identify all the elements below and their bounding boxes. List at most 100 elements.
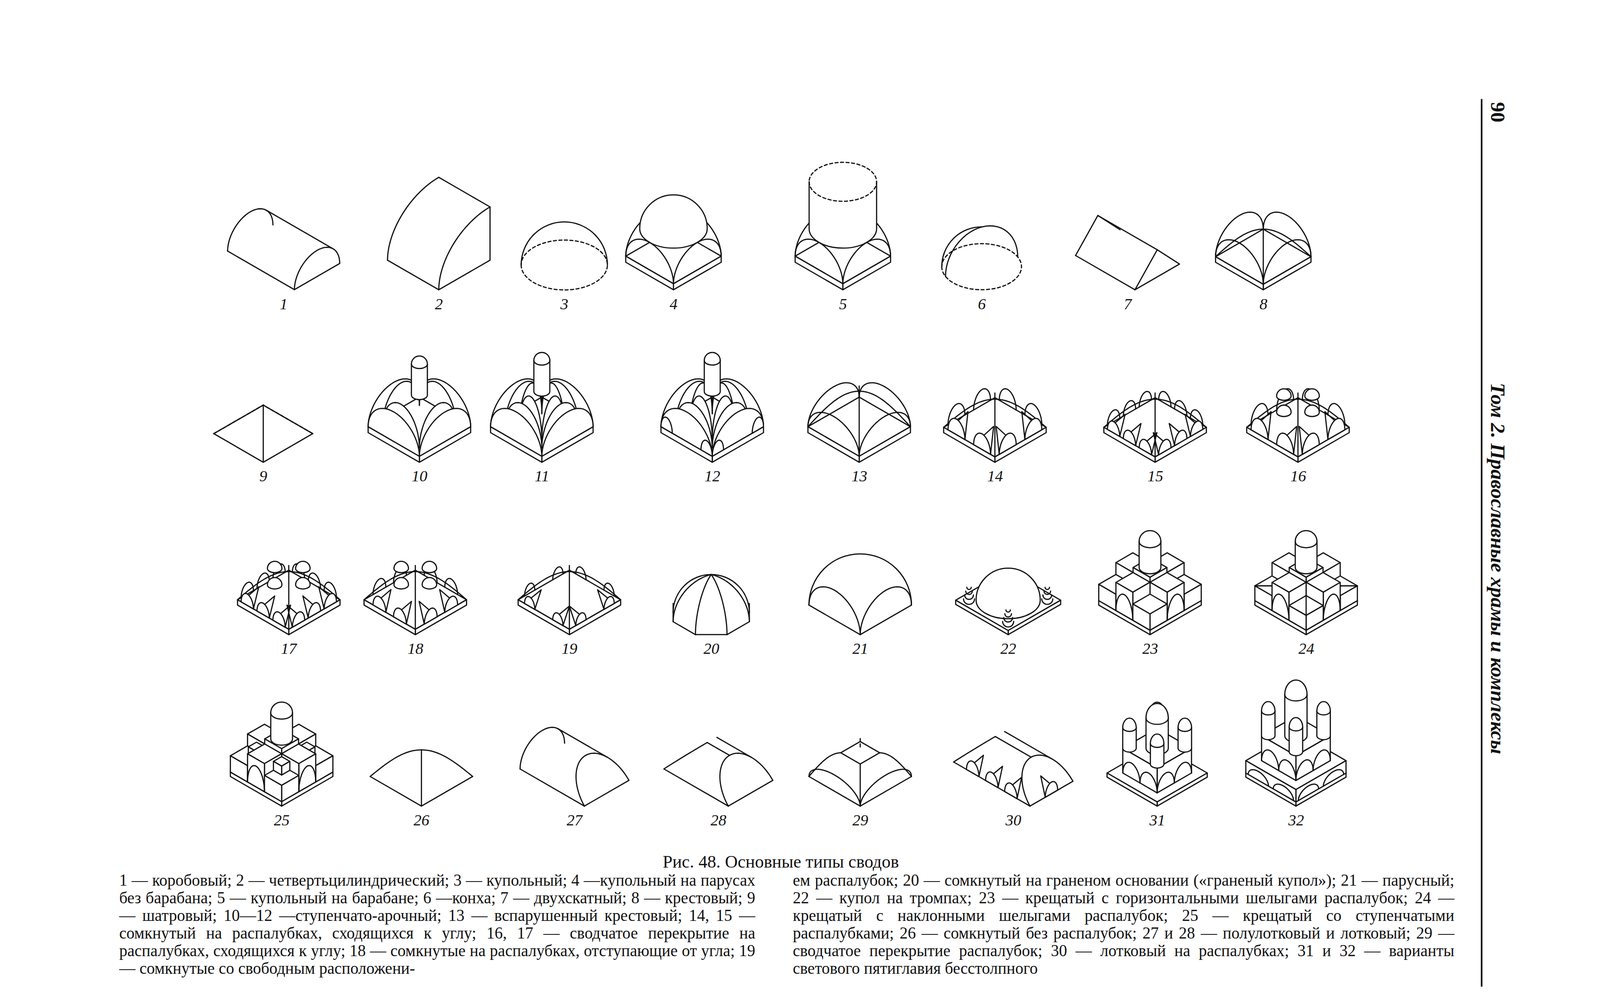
vault-line [541, 408, 593, 457]
vault-line [1107, 414, 1125, 437]
figure-number: 30 [1005, 812, 1022, 829]
vault-line [324, 593, 337, 610]
vault-line [1103, 427, 1155, 463]
vault-line [604, 596, 615, 610]
vault-line [1139, 541, 1162, 549]
vault-line [576, 755, 586, 807]
vault-line [273, 761, 282, 776]
vault-line [1004, 614, 1012, 618]
vault-line [859, 764, 862, 807]
vault-line [1150, 734, 1164, 769]
vault-line [1174, 400, 1188, 417]
vault-figure [364, 561, 467, 635]
figure-number: 1 [279, 295, 288, 313]
vault-line [1024, 418, 1042, 440]
vault-line [1248, 770, 1269, 787]
vault-figure [1106, 702, 1208, 807]
vault-line [1251, 411, 1272, 440]
figure-number: 20 [703, 640, 720, 658]
vault-line [524, 590, 542, 610]
vault-line [1021, 411, 1042, 440]
vault-line [728, 780, 773, 807]
vault-line [1103, 398, 1207, 458]
vault-line [424, 608, 438, 625]
vault-line [421, 750, 473, 777]
vault-line [860, 586, 912, 635]
vault-figure [368, 356, 471, 463]
vault-line [719, 755, 730, 807]
vault-line [1123, 400, 1136, 417]
vault-figure [1098, 530, 1202, 635]
vault-line [584, 780, 630, 807]
vault-line [1045, 781, 1058, 798]
vault-line [795, 256, 843, 290]
figure-number: 4 [669, 295, 678, 313]
vault-line [1075, 215, 1099, 256]
vault-line [393, 601, 412, 625]
vault-line [281, 775, 299, 802]
vault-line [241, 586, 259, 610]
vault-line [1158, 439, 1172, 456]
vault-line [964, 595, 974, 600]
vault-figure [1075, 215, 1180, 290]
vault-line [1263, 212, 1311, 257]
vault-line [663, 742, 707, 770]
vault-line [1042, 595, 1052, 600]
vault-line [518, 571, 570, 601]
vault-line [288, 599, 340, 635]
vault-line [1183, 584, 1202, 611]
vault-line [1324, 411, 1345, 440]
vault-line [368, 408, 420, 457]
vault-line [1340, 585, 1358, 611]
vault-line [1299, 426, 1320, 455]
vault-line [1276, 433, 1294, 455]
vault-line [661, 417, 673, 434]
vault-line [315, 756, 334, 783]
vault-line [1317, 701, 1331, 740]
vault-line [1145, 703, 1169, 755]
vault-line [1295, 530, 1318, 574]
vault-line [1021, 757, 1032, 807]
figure-number: 16 [1290, 468, 1306, 485]
vault-line [704, 360, 720, 366]
vault-figure [1254, 530, 1358, 635]
vault-line [1328, 418, 1345, 440]
vault-line [1004, 777, 1022, 799]
vault-line [393, 608, 407, 625]
vault-line [1123, 423, 1141, 446]
vault-figure [673, 574, 750, 636]
vault-line [729, 753, 773, 781]
vault-line [1251, 418, 1268, 440]
figure-number: 29 [852, 812, 869, 829]
vault-line [270, 713, 293, 720]
vault-line [809, 752, 841, 777]
vault-line [625, 256, 674, 290]
figure-number: 14 [987, 468, 1003, 485]
vault-line [568, 571, 571, 630]
vault-line [673, 239, 722, 284]
figure-number: 31 [1149, 812, 1166, 829]
vault-figure [490, 352, 594, 463]
vault-line [295, 561, 310, 573]
legend-text: ем распалубок; 20 — сомкнутый на гранено… [792, 872, 1455, 978]
vault-line [1150, 743, 1164, 748]
vault-line [1261, 750, 1279, 772]
vault-line [247, 765, 265, 792]
vault-line [1003, 617, 1013, 623]
vault-line [1276, 405, 1292, 418]
vault-line [1043, 591, 1051, 595]
vault-line [241, 593, 254, 610]
vault-figure [520, 727, 630, 807]
figure-caption: Рис. 48. Основные типы сводов [662, 852, 899, 872]
vault-line [213, 405, 264, 435]
figure-number: 21 [852, 640, 869, 658]
vault-line [438, 177, 490, 207]
vault-line [568, 565, 571, 572]
figure-number: 6 [977, 295, 986, 313]
vault-line [1273, 784, 1294, 801]
vault-line [1272, 594, 1289, 621]
vault-line [1045, 587, 1050, 590]
figure-number: 9 [259, 468, 268, 485]
figure-number: 2 [435, 295, 444, 313]
vault-line [859, 391, 911, 428]
